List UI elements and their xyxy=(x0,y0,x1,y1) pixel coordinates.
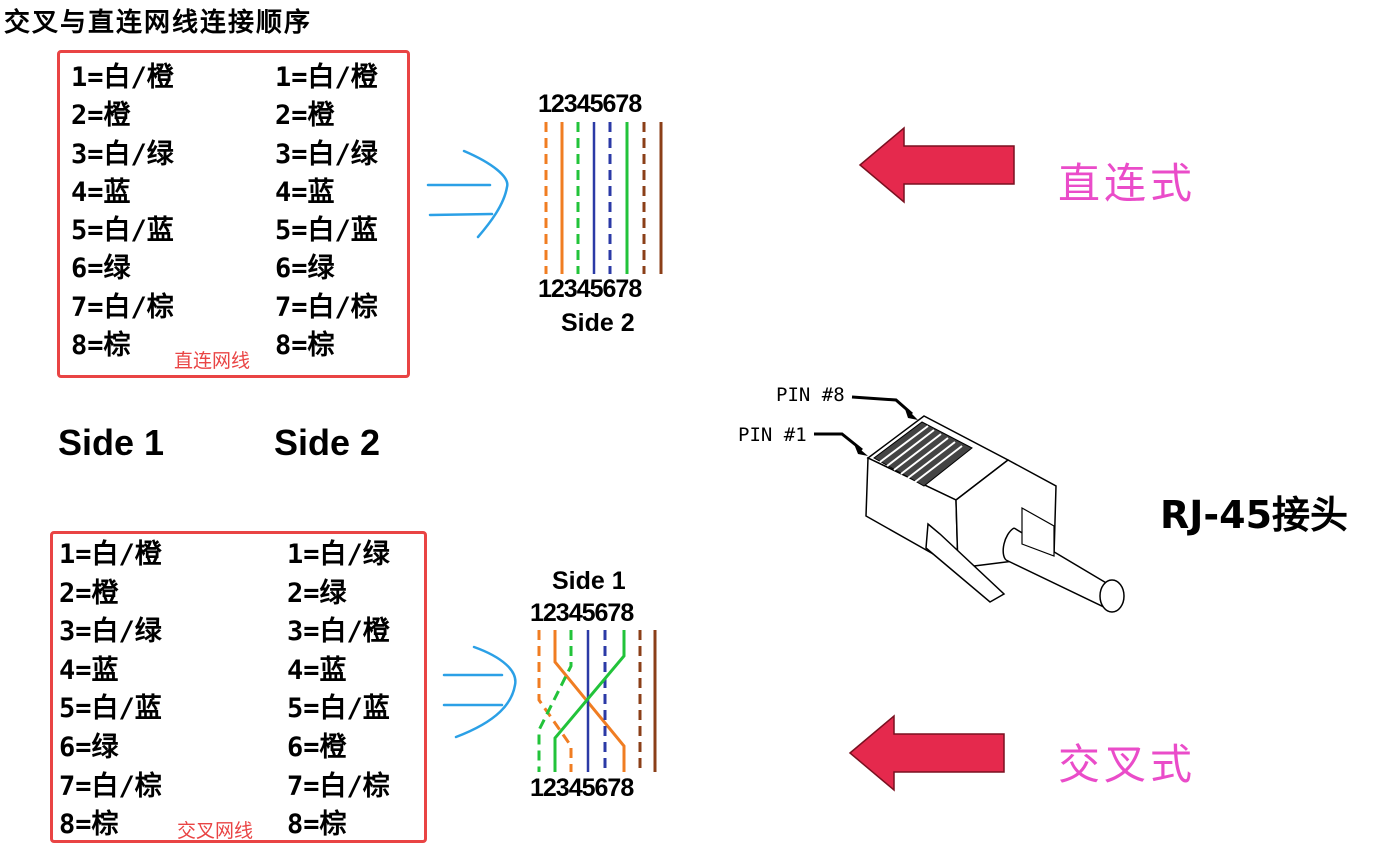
pin-entry: 3=白/绿 xyxy=(71,138,174,170)
side2-label: Side 2 xyxy=(274,422,381,463)
pin-entry: 5=白/蓝 xyxy=(275,215,378,247)
pin-entry: 3=白/橙 xyxy=(287,616,390,648)
pin1-label: PIN #1 xyxy=(738,424,807,446)
pin-entry: 4=蓝 xyxy=(59,654,119,686)
side1-label: Side 1 xyxy=(58,422,165,463)
pin-entry: 7=白/棕 xyxy=(71,291,174,323)
straight-side2-column: 1=白/橙 2=橙 3=白/绿 4=蓝 5=白/蓝 6=绿 7=白/棕 8=棕 xyxy=(275,59,378,365)
pin-entry: 7=白/棕 xyxy=(287,770,390,802)
pointer-arrow-icon xyxy=(426,149,509,239)
cross-side1-column: 1=白/橙 2=橙 3=白/绿 4=蓝 5=白/蓝 6=绿 7=白/棕 8=棕 xyxy=(59,536,162,845)
pin-entry: 2=橙 xyxy=(59,577,119,609)
pin-entry: 8=棕 xyxy=(287,809,347,841)
page-title: 交叉与直连网线连接顺序 xyxy=(4,8,313,38)
pin-entry: 1=白/绿 xyxy=(287,539,390,570)
pin-entry: 2=橙 xyxy=(71,100,131,132)
pin-entry: 5=白/蓝 xyxy=(287,693,390,725)
straight-type-label: 直连式 xyxy=(1058,159,1197,208)
left-arrow-icon xyxy=(848,714,1005,792)
pin-entry: 8=棕 xyxy=(71,330,131,362)
pin-entry: 7=白/棕 xyxy=(59,770,162,802)
connector-label: RJ-45接头 xyxy=(1160,493,1349,537)
cross-top-pin-numbers: 12345678 xyxy=(530,599,634,627)
pin-entry: 5=白/蓝 xyxy=(59,693,162,725)
straight-top-pin-numbers: 12345678 xyxy=(538,90,642,118)
pin-entry: 1=白/橙 xyxy=(71,62,174,93)
rj45-connector-icon xyxy=(814,395,1125,613)
straight-side1-column: 1=白/橙 2=橙 3=白/绿 4=蓝 5=白/蓝 6=绿 7=白/棕 8=棕 xyxy=(71,59,174,365)
pin-entry: 8=棕 xyxy=(59,809,119,841)
pin8-label: PIN #8 xyxy=(776,384,845,406)
straight-caption: 直连网线 xyxy=(174,350,251,372)
pin-entry: 6=绿 xyxy=(59,731,119,763)
cross-bottom-pin-numbers: 12345678 xyxy=(530,774,634,802)
cross-type-label: 交叉式 xyxy=(1058,740,1197,789)
pin-entry: 6=橙 xyxy=(287,731,347,763)
cross-side2-column: 1=白/绿 2=绿 3=白/橙 4=蓝 5=白/蓝 6=橙 7=白/棕 8=棕 xyxy=(287,536,390,845)
pin-entry: 6=绿 xyxy=(71,253,131,285)
pin-entry: 3=白/绿 xyxy=(275,138,378,170)
cross-wiring-diagram xyxy=(537,630,657,772)
cross-pin-box: 1=白/橙 2=橙 3=白/绿 4=蓝 5=白/蓝 6=绿 7=白/棕 8=棕 … xyxy=(50,531,427,843)
pin-entry: 4=蓝 xyxy=(287,654,347,686)
pin-entry: 4=蓝 xyxy=(71,176,131,208)
pin-entry: 8=棕 xyxy=(275,330,335,362)
cross-diagram-label: Side 1 xyxy=(552,567,626,595)
pin-entry: 3=白/绿 xyxy=(59,616,162,648)
pin-entry: 2=绿 xyxy=(287,577,347,609)
pin-entry: 4=蓝 xyxy=(275,176,335,208)
straight-bottom-pin-numbers: 12345678 xyxy=(538,275,642,303)
pin-entry: 6=绿 xyxy=(275,253,335,285)
straight-pin-box: 1=白/橙 2=橙 3=白/绿 4=蓝 5=白/蓝 6=绿 7=白/棕 8=棕 … xyxy=(57,50,410,378)
straight-diagram-label: Side 2 xyxy=(561,309,635,337)
pin-entry: 1=白/橙 xyxy=(275,62,378,93)
pin-entry: 7=白/棕 xyxy=(275,291,378,323)
pin-entry: 5=白/蓝 xyxy=(71,215,174,247)
pin-entry: 1=白/橙 xyxy=(59,539,162,570)
straight-wiring-diagram xyxy=(544,122,663,274)
pin-entry: 2=橙 xyxy=(275,100,335,132)
left-arrow-icon xyxy=(858,126,1015,204)
pointer-arrow-icon xyxy=(442,645,517,739)
cross-caption: 交叉网线 xyxy=(177,820,254,842)
